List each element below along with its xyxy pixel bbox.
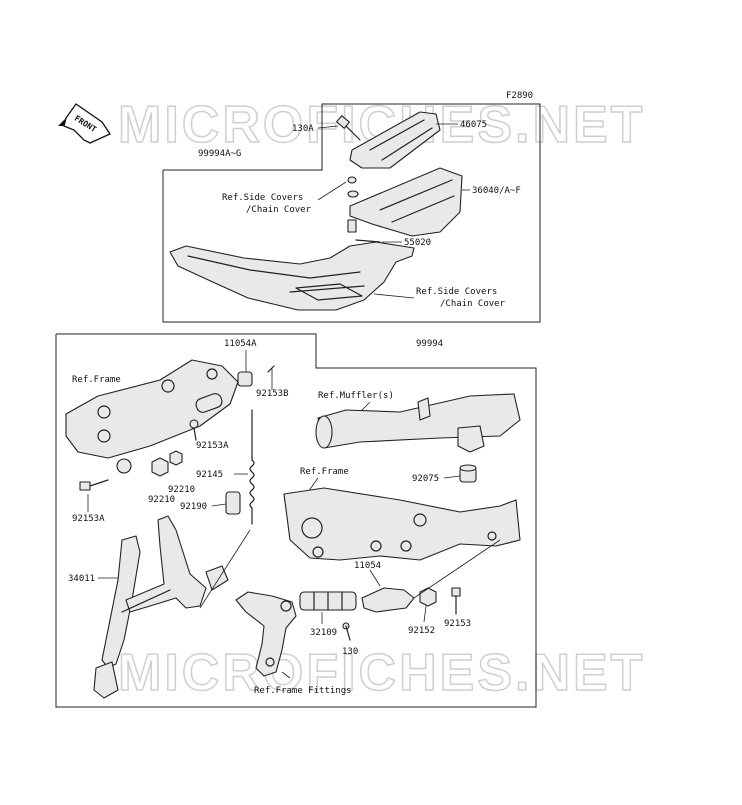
callout-32109: 32109 <box>310 628 337 638</box>
bolt-130 <box>342 622 351 641</box>
callout-92152: 92152 <box>408 626 435 636</box>
bolt-130a <box>336 115 361 141</box>
rubber-92075 <box>459 464 477 483</box>
callout-99994: 99994 <box>416 339 443 349</box>
callout-92153: 92153 <box>444 619 471 629</box>
callout-11054: 11054 <box>354 561 381 571</box>
ref-side-covers-1b: /Chain Cover <box>246 205 312 215</box>
bolt-92153 <box>451 587 461 615</box>
figure-code: F2890 <box>506 91 533 101</box>
washer <box>116 458 132 474</box>
callout-92075: 92075 <box>412 474 439 484</box>
footrest-bracket <box>235 591 297 677</box>
rubber-set-32109 <box>299 591 357 611</box>
frame-rail <box>283 487 521 561</box>
callout-92210-1: 92210 <box>168 485 195 495</box>
bolt-92153a-upper <box>189 419 199 441</box>
ref-frame-fittings: Ref.Frame Fittings <box>254 686 352 696</box>
callout-55020: 55020 <box>404 238 431 248</box>
nuts-92210 <box>151 450 183 477</box>
callout-92153a-2: 92153A <box>72 514 105 524</box>
callout-92153b: 92153B <box>256 389 289 399</box>
callout-130: 130 <box>342 647 358 657</box>
bracket-46075 <box>349 111 441 169</box>
ref-frame-2: Ref.Frame <box>300 467 349 477</box>
callout-92153a-1: 92153A <box>196 441 229 451</box>
bracket-11054 <box>361 587 415 613</box>
front-arrow-icon: FRONT <box>58 103 111 144</box>
callout-92145: 92145 <box>196 470 223 480</box>
side-cover-36040 <box>349 167 463 237</box>
callout-99994a-g: 99994A~G <box>198 149 241 159</box>
ref-side-covers-2a: Ref.Side Covers <box>416 287 497 297</box>
bolt-92153a-lower <box>79 479 109 491</box>
washer-92152 <box>419 587 437 607</box>
callout-11054a: 11054A <box>224 339 257 349</box>
ref-muffler: Ref.Muffler(s) <box>318 391 394 401</box>
callout-92210-2: 92210 <box>148 495 175 505</box>
callout-92190: 92190 <box>180 502 207 512</box>
lower-group-box <box>55 333 537 708</box>
ref-side-covers-1a: Ref.Side Covers <box>222 193 303 203</box>
callout-36040: 36040/A~F <box>472 186 521 196</box>
upper-group-box <box>162 103 541 323</box>
ref-side-covers-2b: /Chain Cover <box>440 299 506 309</box>
callout-34011: 34011 <box>68 574 95 584</box>
callout-46075: 46075 <box>460 120 487 130</box>
watermark-bottom: MICROFICHES.NET <box>118 644 645 702</box>
collar-92190 <box>225 491 241 515</box>
stand-34011 <box>101 535 141 669</box>
callout-130a: 130A <box>292 124 314 134</box>
bracket-11054a <box>237 371 253 387</box>
spring-92145 <box>249 409 255 525</box>
ref-frame-1: Ref.Frame <box>72 375 121 385</box>
